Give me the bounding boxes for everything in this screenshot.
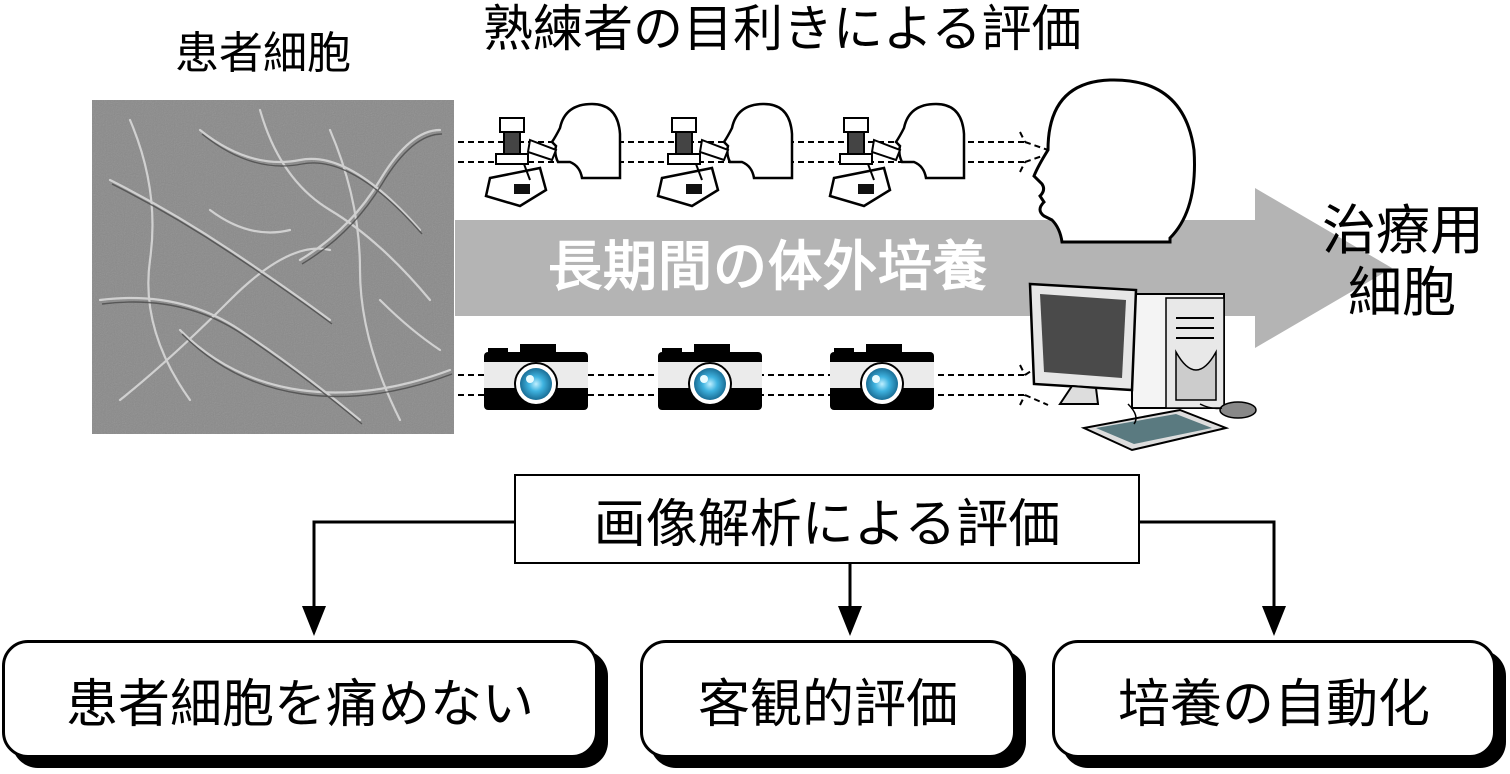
microscope-observer-icon bbox=[484, 102, 622, 208]
cells-title: 患者細胞 bbox=[175, 28, 351, 79]
outcome-label: 客観的評価 bbox=[697, 674, 958, 735]
result-line-1: 治療用 bbox=[1322, 199, 1484, 262]
outcome-automated-culture: 培養の自動化 bbox=[1052, 640, 1496, 758]
culture-label: 長期間の体外培養 bbox=[548, 235, 988, 298]
outcome-objective-evaluation: 客観的評価 bbox=[640, 640, 1016, 758]
camera-icon bbox=[484, 344, 588, 410]
therapeutic-cells-label: 治療用 細胞 bbox=[1322, 199, 1484, 324]
arrowheads bbox=[302, 606, 1286, 636]
result-line-2: 細胞 bbox=[1348, 261, 1456, 324]
outcome-no-cell-damage: 患者細胞を痛めない bbox=[2, 640, 598, 758]
analysis-connectors bbox=[312, 520, 1276, 612]
outcome-label: 培養の自動化 bbox=[1117, 674, 1430, 735]
computer-icon bbox=[1028, 282, 1257, 452]
outcome-label: 患者細胞を痛めない bbox=[65, 674, 534, 735]
cell-micrograph bbox=[92, 100, 454, 434]
image-analysis-box: 画像解析による評価 bbox=[514, 474, 1140, 564]
image-analysis-label: 画像解析による評価 bbox=[593, 494, 1061, 555]
expert-head-icon bbox=[1032, 78, 1196, 244]
expert-evaluation-title: 熟練者の目利きによる評価 bbox=[483, 0, 1082, 58]
